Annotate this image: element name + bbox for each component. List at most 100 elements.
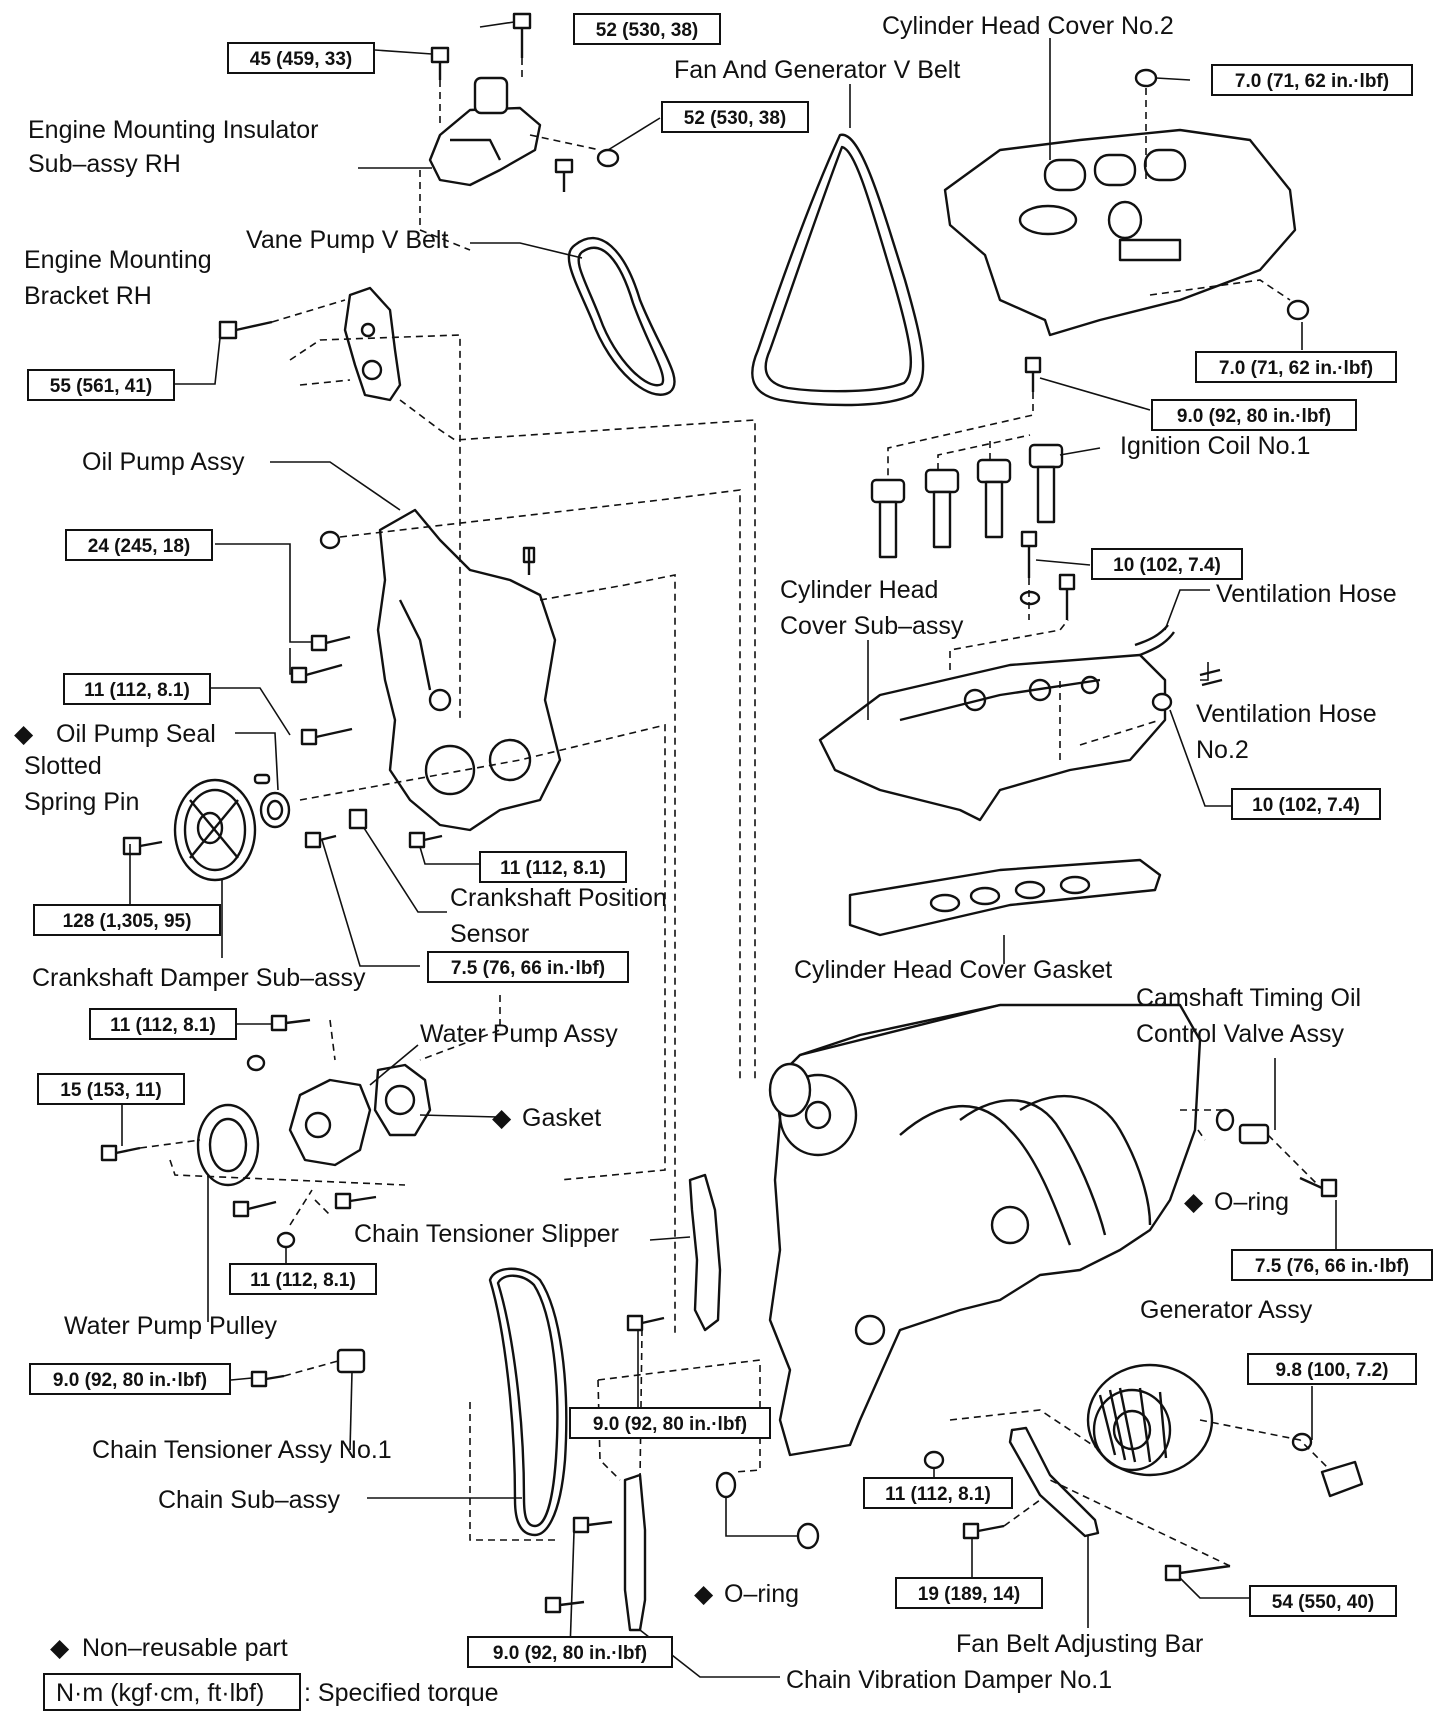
- crankshaft-position-sensor: [304, 808, 368, 849]
- label-engine-mounting-bracket-2: Bracket RH: [24, 282, 152, 310]
- svg-text:7.0 (71, 62 in.·lbf): 7.0 (71, 62 in.·lbf): [1219, 358, 1373, 379]
- oil-pump-assy: [376, 508, 562, 832]
- water-pump-assy: [288, 1078, 372, 1167]
- ignition-coils: [870, 443, 1064, 559]
- nut-cover-right: [1286, 299, 1310, 321]
- label-ventilation-hose: Ventilation Hose: [1216, 580, 1397, 608]
- diamond-icon: ◆: [694, 1580, 714, 1608]
- label-cylinder-head-cover-subassy-2: Cover Sub–assy: [780, 612, 964, 640]
- torque-box-7-5-right: 7.5 (76, 66 in.·lbf): [1231, 1249, 1433, 1281]
- leader-lines: [121, 21, 1337, 1678]
- label-slotted-pin: Slotted: [24, 752, 102, 780]
- chain-tensioner-no1: [250, 1348, 366, 1388]
- label-cylinder-head-cover-gasket: Cylinder Head Cover Gasket: [794, 956, 1112, 984]
- svg-text:24 (245, 18): 24 (245, 18): [88, 536, 190, 557]
- label-water-pump-assy: Water Pump Assy: [420, 1020, 618, 1048]
- label-engine-mounting-insulator-2: Sub–assy RH: [28, 150, 181, 178]
- water-pump-bolts: [232, 1014, 377, 1249]
- svg-text:11 (112, 8.1): 11 (112, 8.1): [500, 858, 606, 879]
- label-oil-pump-seal: Oil Pump Seal: [56, 720, 216, 748]
- svg-text:52 (530, 38): 52 (530, 38): [596, 20, 698, 41]
- oil-pump-seal: [253, 773, 291, 829]
- label-chain-tensioner-no1: Chain Tensioner Assy No.1: [92, 1436, 392, 1464]
- svg-text:9.0 (92, 80 in.·lbf): 9.0 (92, 80 in.·lbf): [593, 1414, 747, 1435]
- cylinder-head-cover-gasket: [848, 858, 1162, 937]
- svg-text:7.5 (76, 66 in.·lbf): 7.5 (76, 66 in.·lbf): [1255, 1256, 1409, 1277]
- svg-text:11 (112, 8.1): 11 (112, 8.1): [885, 1484, 991, 1505]
- nut-52: [596, 148, 620, 168]
- torque-box-9-0-damp: 9.0 (92, 80 in.·lbf): [467, 1636, 673, 1668]
- torque-box-7-5-left: 7.5 (76, 66 in.·lbf): [427, 951, 629, 983]
- legend: ◆ Non–reusable part N·m (kgf·cm, ft·lbf)…: [43, 1634, 499, 1711]
- label-camshaft-ocv: Camshaft Timing Oil: [1136, 984, 1361, 1012]
- torque-box-19: 19 (189, 14): [895, 1577, 1043, 1609]
- torque-box-11-left: 11 (112, 8.1): [63, 673, 211, 705]
- nut-cover-top: [1134, 68, 1158, 88]
- bolt-45: [430, 46, 450, 80]
- torque-box-7-0-top: 7.0 (71, 62 in.·lbf): [1211, 64, 1413, 96]
- torque-specs: 52 (530, 38) 45 (459, 33) 52 (530, 38) 7…: [27, 13, 1433, 1668]
- crankshaft-damper: [173, 778, 257, 882]
- torque-box-10-right: 10 (102, 7.4): [1231, 788, 1381, 820]
- svg-text:7.0 (71, 62 in.·lbf): 7.0 (71, 62 in.·lbf): [1235, 71, 1389, 92]
- torque-box-11-wp-low: 11 (112, 8.1): [229, 1263, 377, 1295]
- bolts-oil-pump: [290, 546, 536, 849]
- bolt-52-top: [512, 12, 532, 58]
- torque-box-128: 128 (1,305, 95): [33, 904, 221, 936]
- legend-unit-text: N·m (kgf·cm, ft·lbf): [56, 1679, 264, 1707]
- label-cylinder-head-cover-no2: Cylinder Head Cover No.2: [882, 12, 1174, 40]
- bolt-coil: [1024, 356, 1042, 392]
- ventilation-hose-no2: [1199, 668, 1223, 687]
- svg-text:52 (530, 38): 52 (530, 38): [684, 108, 786, 129]
- torque-box-15: 15 (153, 11): [37, 1073, 185, 1105]
- water-pump-gasket: [373, 1063, 432, 1137]
- generator-assy: [1086, 1363, 1214, 1477]
- label-crankshaft-damper: Crankshaft Damper Sub–assy: [32, 964, 366, 992]
- engine-mounting-bracket: [343, 286, 402, 402]
- label-chain-vibration-damper: Chain Vibration Damper No.1: [786, 1666, 1112, 1694]
- label-ventilation-hose-no2-2: No.2: [1196, 736, 1249, 764]
- bolts-head-cover: [1019, 530, 1173, 712]
- label-vane-pump-belt: Vane Pump V Belt: [246, 226, 448, 254]
- svg-text:54 (550, 40): 54 (550, 40): [1272, 1592, 1374, 1613]
- label-crankshaft-position-sensor-2: Sensor: [450, 920, 529, 948]
- bolt-128: [122, 836, 163, 856]
- torque-box-11-mid: 11 (112, 8.1): [479, 851, 627, 883]
- label-chain-subassy: Chain Sub–assy: [158, 1486, 341, 1514]
- svg-text:11 (112, 8.1): 11 (112, 8.1): [110, 1015, 216, 1036]
- label-ventilation-hose-no2: Ventilation Hose: [1196, 700, 1377, 728]
- label-chain-tensioner-slipper: Chain Tensioner Slipper: [354, 1220, 619, 1248]
- svg-text:19 (189, 14): 19 (189, 14): [918, 1584, 1020, 1605]
- alignment-lines: [139, 58, 1331, 1567]
- diamond-icon: ◆: [1184, 1188, 1204, 1216]
- bolt-slipper: [626, 1314, 665, 1332]
- svg-text:128 (1,305, 95): 128 (1,305, 95): [63, 911, 192, 932]
- engine-mounting-insulator: [428, 76, 542, 187]
- label-oil-pump-assy: Oil Pump Assy: [82, 448, 245, 476]
- svg-text:9.0 (92, 80 in.·lbf): 9.0 (92, 80 in.·lbf): [493, 1643, 647, 1664]
- diamond-icon: ◆: [492, 1104, 512, 1132]
- label-engine-mounting-bracket: Engine Mounting: [24, 246, 212, 274]
- generator-bolts: [923, 1432, 1364, 1582]
- label-cylinder-head-cover-subassy: Cylinder Head: [780, 576, 938, 604]
- chain-subassy: [488, 1267, 568, 1537]
- chain-tensioner-slipper: [688, 1173, 722, 1332]
- label-camshaft-ocv-2: Control Valve Assy: [1136, 1020, 1344, 1048]
- svg-text:9.0 (92, 80 in.·lbf): 9.0 (92, 80 in.·lbf): [53, 1370, 207, 1391]
- torque-box-55: 55 (561, 41): [27, 369, 175, 401]
- torque-box-11-wp: 11 (112, 8.1): [89, 1008, 237, 1040]
- camshaft-ocv: [1215, 1108, 1338, 1198]
- torque-box-24: 24 (245, 18): [65, 529, 213, 561]
- part-labels: Cylinder Head Cover No.2 Fan And Generat…: [14, 12, 1397, 1694]
- svg-text:11 (112, 8.1): 11 (112, 8.1): [84, 680, 190, 701]
- torque-box-45: 45 (459, 33): [227, 42, 375, 74]
- svg-text:7.5 (76, 66 in.·lbf): 7.5 (76, 66 in.·lbf): [451, 958, 605, 979]
- bolts-damper: [544, 1516, 613, 1614]
- label-water-pump-pulley: Water Pump Pulley: [64, 1312, 278, 1340]
- diamond-icon: ◆: [14, 720, 34, 748]
- svg-text:11 (112, 8.1): 11 (112, 8.1): [250, 1270, 356, 1291]
- svg-text:55 (561, 41): 55 (561, 41): [50, 376, 152, 397]
- water-pump-pulley: [196, 1103, 260, 1187]
